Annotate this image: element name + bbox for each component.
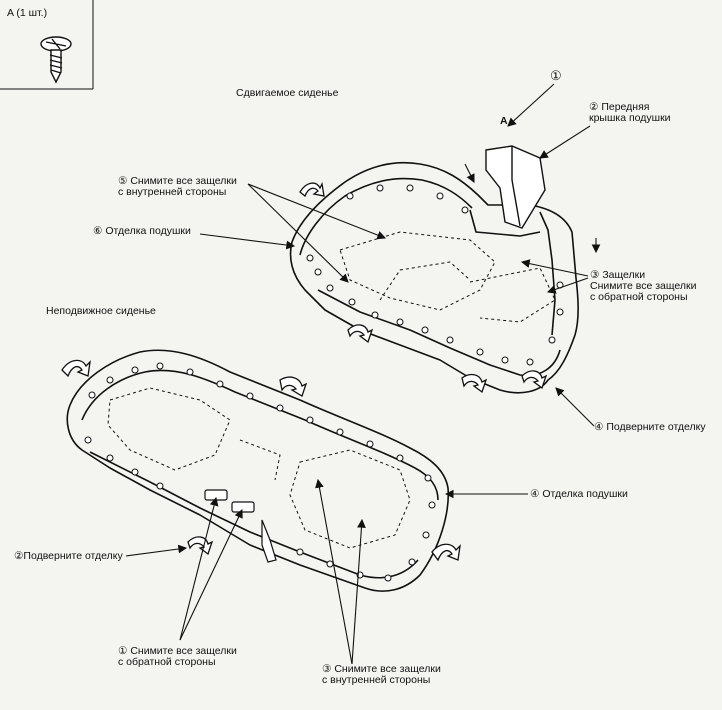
arrow-a-label: A [500,115,508,127]
callout-5-inner-clips: ⑤ Снимите все защелки с внутренней сторо… [118,175,237,198]
fixed-seat-outline [66,349,450,592]
callout-3-clips-top: ③ Защелки Снимите все защелки с обратной… [590,269,697,303]
sliding-seat-dashed [339,231,556,323]
callout-3-inner-clips-bottom: ③ Снимите все защелки с внутренней сторо… [322,663,441,686]
fixed-seat-dashed [107,387,411,549]
screw-icon [40,36,72,84]
sliding-seat-clips [306,184,564,366]
callout-6-cushion-trim: ⑥ Отделка подушки [93,225,191,237]
callout-2-fold-trim-bottom: ②Подверните отделку [14,550,123,562]
fold-arrows-upper [299,181,548,394]
inset-frame [0,0,94,90]
callout-1-back-clips: ① Снимите все защелки с обратной стороны [118,645,237,668]
callout-4-fold-trim-top: ④ Подверните отделку [594,421,706,433]
front-cushion-cover [485,145,546,229]
title-sliding-seat: Сдвигаемое сиденье [236,87,339,99]
inset-caption: A (1 шт.) [7,7,48,19]
callout-4-cushion-trim-bottom: ④ Отделка подушки [530,488,628,500]
leader-lines [125,83,601,665]
title-fixed-seat: Неподвижное сиденье [46,305,156,317]
callout-1-top: ① [550,68,562,83]
callout-2-front-cover: ② Передняя крышка подушки [589,101,671,124]
fold-arrows-lower [61,359,461,562]
